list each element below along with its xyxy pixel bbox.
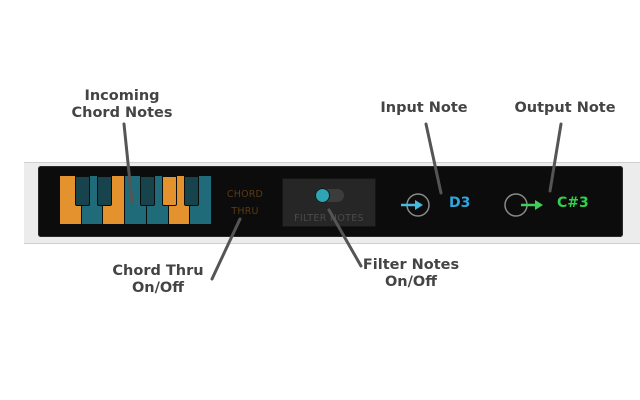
- callout-line-chord-thru: [210, 217, 242, 281]
- callout-filter-line1: Filter Notes: [362, 257, 460, 273]
- callout-line-incoming: [122, 122, 134, 204]
- callout-output-note: Output Note: [514, 100, 616, 116]
- circle-with-arrow-right-icon: [504, 193, 543, 217]
- callout-filter-line2: On/Off: [384, 274, 438, 290]
- callout-line-output: [548, 122, 563, 193]
- output-note-value: C#3: [557, 195, 589, 211]
- callout-line-input: [424, 122, 443, 195]
- callout-chord-thru-line1: Chord Thru: [112, 263, 204, 279]
- black-key: [75, 176, 91, 206]
- filter-notes-toggle[interactable]: [315, 188, 344, 203]
- callout-filter-notes: Filter Notes On/Off: [350, 257, 472, 291]
- filter-notes-toggle-knob: [315, 188, 330, 203]
- black-key: [140, 176, 156, 206]
- callout-input-note: Input Note: [380, 100, 468, 116]
- chord-thru-toggle[interactable]: CHORD THRU: [222, 186, 268, 220]
- filter-notes-label: FILTER NOTES: [294, 213, 364, 224]
- callout-incoming-line1: Incoming: [84, 88, 160, 104]
- black-key: [162, 176, 178, 206]
- callout-line-filter: [327, 208, 363, 268]
- input-note-value: D3: [449, 195, 471, 211]
- callout-incoming-chord-notes: Incoming Chord Notes: [60, 88, 184, 122]
- callout-chord-thru: Chord Thru On/Off: [98, 263, 218, 297]
- black-key: [96, 176, 112, 206]
- callout-incoming-line2: Chord Notes: [71, 105, 173, 121]
- incoming-chord-keyboard: [60, 176, 212, 224]
- chord-thru-label-line1: CHORD: [226, 189, 264, 200]
- chord-thru-label-line2: THRU: [231, 206, 259, 217]
- black-key: [183, 176, 199, 206]
- callout-chord-thru-line2: On/Off: [131, 280, 185, 296]
- arrow-right-into-circle-icon: [401, 193, 430, 217]
- filter-notes-panel: FILTER NOTES: [282, 178, 376, 227]
